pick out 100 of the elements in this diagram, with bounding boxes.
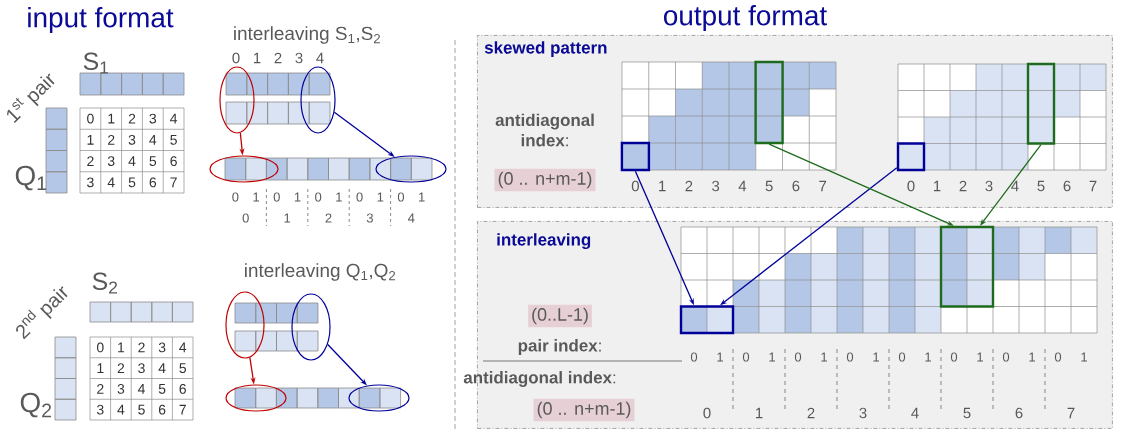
index-number: 4: [911, 407, 919, 419]
index-number: 3: [712, 180, 720, 192]
index-number: 2: [807, 407, 815, 419]
strip-caption: interleaving S$_{1}$,S$_{2}$: [234, 26, 380, 44]
table-number: 1: [87, 135, 94, 145]
index-number: 1: [821, 352, 827, 362]
table-number: 2: [128, 113, 136, 124]
panel-heading: interleaving: [497, 233, 591, 250]
table-number: 5: [149, 156, 157, 166]
index-number: 4: [1011, 180, 1019, 192]
index-number: 0: [690, 352, 698, 362]
index-number: 0: [315, 192, 322, 202]
index-number: 0: [631, 180, 639, 192]
table-number: 3: [158, 342, 166, 353]
index-number: 1: [1029, 352, 1035, 362]
index-number: 5: [963, 407, 971, 419]
highlight-ellipse: [300, 66, 336, 134]
section-title: output format: [664, 5, 827, 31]
index-number: 1: [284, 213, 291, 223]
index-number: 0: [846, 352, 854, 362]
table-number: 4: [158, 363, 166, 373]
index-number: 0: [1054, 352, 1062, 362]
index-number: 3: [366, 213, 373, 223]
highlight-ellipse: [348, 384, 410, 412]
table-number: 2: [138, 342, 145, 353]
table-number: 4: [128, 156, 136, 166]
index-number: 4: [738, 180, 747, 192]
index-number: 6: [792, 180, 800, 192]
index-number: 0: [907, 180, 915, 192]
highlight-ellipse: [225, 291, 265, 359]
index-number: 0: [273, 192, 280, 202]
table-number: 5: [138, 404, 145, 415]
index-number: 4: [408, 213, 415, 223]
table-number: 7: [170, 177, 177, 188]
index-number: 1: [717, 352, 723, 362]
table-number: 1: [108, 113, 115, 124]
table-number: 0: [96, 342, 104, 353]
index-number: 1: [659, 180, 666, 192]
index-number: 7: [1067, 407, 1075, 419]
table-number: 2: [97, 384, 104, 394]
table-number: 5: [179, 363, 186, 374]
axis-caption: antidiagonal index:: [495, 113, 594, 147]
sequence-name: Q$_{2}$: [20, 392, 52, 418]
table-number: 0: [87, 113, 94, 124]
highlight-box: [939, 225, 995, 308]
highlight-ellipse: [291, 293, 331, 361]
index-number: 1: [756, 407, 763, 419]
index-number: 6: [1063, 180, 1071, 192]
table-number: 5: [128, 177, 136, 188]
table-number: 3: [96, 404, 104, 415]
pair-label: 2$^{nd}$ pair: [16, 286, 68, 340]
table-number: 2: [108, 135, 115, 145]
table-number: 5: [170, 135, 177, 145]
index-number: 5: [765, 180, 773, 192]
table-number: 4: [179, 342, 187, 353]
table-number: 3: [117, 383, 125, 394]
index-number: 5: [1037, 180, 1045, 192]
panel-heading: skewed pattern: [484, 41, 607, 57]
pair-label: 1$^{st}$ pair: [7, 73, 55, 123]
strip-caption: interleaving Q$_{1}$,Q$_{2}$: [245, 263, 396, 281]
highlight-box: [679, 305, 735, 335]
table-number: 6: [179, 383, 186, 394]
table-number: 6: [149, 177, 157, 188]
sequence-name: S$_{2}$: [92, 272, 118, 294]
highlight-ellipse: [209, 155, 279, 183]
index-number: 3: [985, 180, 993, 192]
highlight-box: [620, 141, 651, 172]
index-number: 2: [325, 213, 332, 223]
highlight-box: [1026, 62, 1056, 145]
table-number: 2: [87, 156, 94, 166]
section-title: input format: [28, 7, 174, 33]
table-number: 3: [138, 363, 145, 374]
index-number: 2: [685, 180, 693, 192]
table-number: 4: [107, 177, 115, 188]
axis-caption: pair index:: [518, 339, 601, 355]
index-number: 0: [242, 213, 249, 223]
index-number: 1: [254, 52, 261, 64]
index-number: 7: [819, 180, 827, 192]
table-number: 6: [170, 156, 177, 167]
index-number: 0: [1002, 352, 1010, 362]
table-number: 5: [158, 384, 166, 394]
highlight-box: [754, 60, 784, 145]
index-number: 1: [873, 352, 879, 362]
table-number: 1: [118, 342, 125, 353]
index-number: 7: [1089, 180, 1097, 192]
table-number: 3: [128, 134, 136, 145]
index-number: 1: [769, 352, 775, 362]
highlight-box: [896, 142, 926, 172]
table-number: 4: [117, 404, 125, 415]
index-number: 0: [950, 352, 958, 362]
table-number: 2: [117, 363, 125, 373]
table-number: 3: [149, 113, 157, 124]
index-number: 2: [274, 52, 282, 64]
index-number: 1: [934, 180, 941, 192]
index-number: 0: [898, 352, 906, 362]
index-number: 1: [336, 192, 342, 202]
index-number: 6: [1015, 407, 1023, 419]
index-number: 0: [794, 352, 802, 362]
index-number: 0: [356, 192, 363, 202]
highlight-ellipse: [375, 155, 447, 183]
